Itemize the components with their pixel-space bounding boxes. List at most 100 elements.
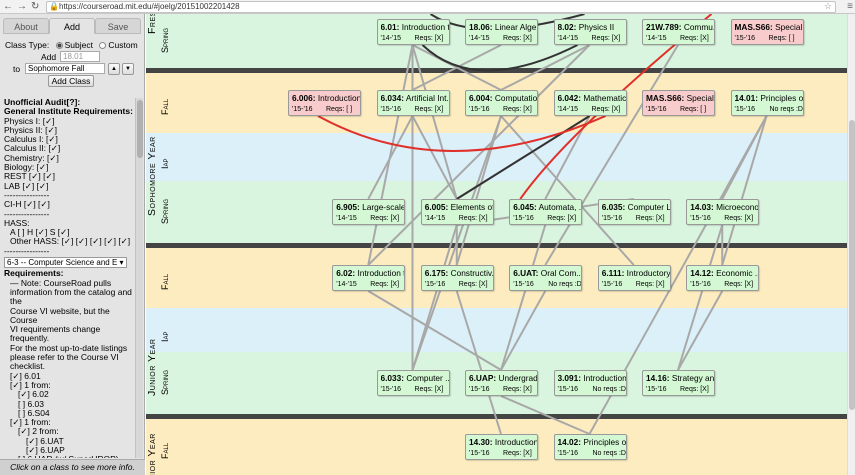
class-name: Undergrad...: [498, 373, 538, 383]
audit-line: ----------------: [4, 208, 50, 219]
class-name: Introduction...: [494, 437, 537, 447]
audit-line: ----------------: [4, 245, 50, 256]
audit-line: CI-H [✓] [✓]: [4, 199, 50, 210]
class-code: 8.02:: [557, 22, 577, 32]
audit-line: [✓] 2 from:: [18, 426, 59, 437]
year-label: Junior Year: [146, 338, 158, 396]
class-term: '15-'16: [690, 215, 711, 222]
audit-line: Physics I: [✓]: [4, 115, 55, 126]
forward-icon[interactable]: →: [17, 1, 27, 12]
semester-label: Fall: [160, 273, 170, 290]
audit-line: [✓] 6.02: [18, 389, 49, 400]
class-term: '14-'15: [336, 215, 357, 222]
year-divider: [146, 68, 847, 73]
audit-line: Physics II: [✓]: [4, 124, 57, 135]
add-class-button[interactable]: Add Class: [48, 75, 94, 87]
class-term: '15-'16: [734, 106, 756, 113]
audit-line: A [ ] H [✓] S [✓]: [10, 227, 70, 238]
class-term: '14-'15: [469, 35, 490, 42]
class-name: Introductory...: [626, 268, 670, 278]
audit-scrollbar[interactable]: [135, 98, 143, 458]
browser-toolbar: ← → ↻ 🔒 https://courseroad.mit.edu/#joel…: [0, 0, 855, 14]
browser-menu-icon[interactable]: ≡: [847, 1, 853, 12]
term-down-button[interactable]: ▼: [122, 63, 134, 75]
back-icon[interactable]: ←: [3, 1, 13, 12]
class-name: Automata, ...: [536, 202, 582, 212]
class-name: Computatio...: [494, 93, 537, 103]
class-code: 14.03:: [690, 202, 714, 212]
class-reqs: Reqs: [X]: [414, 386, 444, 393]
class-code: 6.905:: [336, 202, 360, 212]
major-select[interactable]: 6-3 -- Computer Science and E ▾: [4, 256, 135, 269]
page-scrollbar[interactable]: [847, 14, 855, 475]
class-reqs: Reqs: [X]: [591, 106, 621, 113]
semester-band-jr-iap: [146, 308, 847, 352]
address-bar[interactable]: 🔒 https://courseroad.mit.edu/#joelg/2015…: [46, 1, 836, 13]
class-name: Microecono...: [716, 202, 758, 212]
term-select[interactable]: Sophomore Fall: [25, 63, 105, 74]
tab-add[interactable]: Add: [49, 18, 95, 34]
tab-about[interactable]: About: [3, 18, 49, 34]
class-code: 6.111:: [601, 268, 625, 278]
audit-line: General Institute Requirements:: [4, 106, 133, 117]
page-scrollbar-thumb[interactable]: [849, 120, 855, 410]
class-code: 14.02:: [557, 437, 582, 447]
audit-line: Calculus I: [✓]: [4, 134, 58, 145]
class-code: MAS.S66:: [734, 22, 773, 32]
semester-band-so-iap: [146, 133, 847, 181]
class-name: Strategy an...: [671, 373, 714, 383]
audit-line: HASS:: [4, 217, 30, 228]
class-code: 21W.789:: [646, 22, 682, 32]
tab-save[interactable]: Save: [95, 18, 141, 34]
class-term: '14-'15: [557, 106, 579, 113]
subject-radio[interactable]: [55, 42, 63, 49]
class-reqs: No reqs :D: [769, 106, 803, 113]
class-name: Linear Alge...: [494, 22, 537, 32]
class-reqs: Reqs: [ ]: [768, 35, 795, 42]
class-reqs: Reqs: [X]: [724, 281, 754, 288]
class-term: '15-'16: [469, 450, 490, 457]
class-code: 6.01:: [380, 22, 400, 32]
audit-line: ----------------: [4, 189, 50, 200]
audit-line: Biology: [✓]: [4, 162, 49, 173]
class-number-input[interactable]: 18.01: [60, 51, 100, 62]
bookmark-star-icon[interactable]: ☆: [823, 1, 832, 11]
audit-line: [ ] 6.S04: [18, 407, 50, 418]
course-road: SpringFallIapSpringFallIapSpringFallFres…: [146, 14, 847, 475]
class-term: '14-'15: [646, 35, 667, 42]
reload-icon[interactable]: ↻: [31, 1, 40, 12]
custom-radio[interactable]: [99, 42, 107, 49]
url-text: https://courseroad.mit.edu/#joelg/201510…: [59, 2, 240, 11]
audit-scrollbar-thumb[interactable]: [137, 100, 143, 158]
audit-line: For the most up-to-date listings: [10, 342, 128, 353]
major-select-value[interactable]: 6-3 -- Computer Science and E ▾: [4, 257, 127, 269]
term-up-button[interactable]: ▲: [108, 63, 120, 75]
